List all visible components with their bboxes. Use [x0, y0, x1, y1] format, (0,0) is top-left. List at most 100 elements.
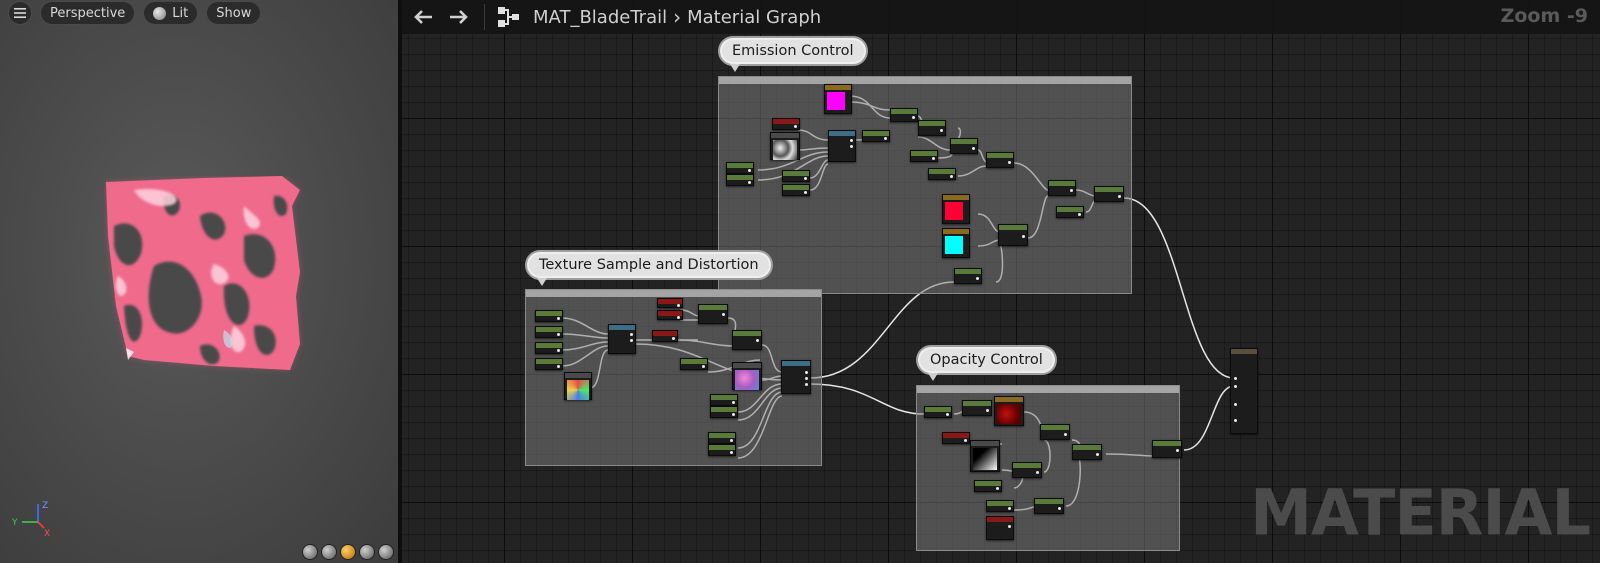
one-minus-node[interactable] [1040, 424, 1070, 440]
texture-sample-node[interactable] [828, 130, 856, 162]
constant-node[interactable] [535, 342, 563, 354]
back-button[interactable] [408, 2, 438, 32]
opacity-comment-bubble[interactable]: Opacity Control [916, 345, 1057, 381]
noise-texture-node[interactable] [770, 132, 800, 160]
constant-node[interactable] [1056, 206, 1084, 218]
power-node[interactable] [950, 138, 978, 154]
emission-comment-bar[interactable] [719, 77, 1131, 84]
multiply-node[interactable] [918, 120, 946, 136]
panner-node[interactable] [608, 324, 636, 354]
constant-node[interactable] [954, 268, 982, 284]
emission-comment-bubble[interactable]: Emission Control [718, 36, 868, 72]
multiply-node[interactable] [1012, 462, 1042, 478]
gradient-texture-node[interactable] [970, 440, 1000, 472]
constant-node[interactable] [726, 162, 754, 174]
graph-header: MAT_BladeTrail › Material Graph [402, 0, 1600, 34]
viewport-menu-button[interactable] [8, 1, 32, 25]
lit-button[interactable]: Lit [143, 1, 199, 25]
opacity-comment-bar[interactable] [917, 386, 1179, 393]
teapot-shape-button[interactable] [378, 544, 394, 560]
cylinder-shape-button[interactable] [302, 544, 318, 560]
emissive-output-multiply-node[interactable] [1094, 186, 1124, 202]
noise-texture-thumbnail [567, 380, 589, 400]
constant-node[interactable] [708, 444, 736, 456]
lit-label: Lit [172, 5, 189, 21]
constant-node[interactable] [710, 394, 738, 406]
constant-node[interactable] [862, 130, 890, 142]
texture-comment-bubble[interactable]: Texture Sample and Distortion [525, 250, 773, 286]
texture-sample-node[interactable] [781, 360, 811, 394]
opacity-comment-box[interactable] [916, 385, 1180, 551]
gradient-texture-thumbnail [973, 448, 997, 470]
node-tree-icon [498, 7, 519, 27]
axis-y-label: Y [12, 518, 18, 528]
clamp-node[interactable] [1034, 498, 1064, 514]
scalar-param-node[interactable] [657, 310, 683, 320]
show-button[interactable]: Show [206, 1, 262, 25]
constant-node[interactable] [986, 500, 1014, 512]
material-graph-panel[interactable]: Emission Control Texture Sample and Dist… [402, 0, 1600, 563]
plane-shape-button[interactable] [340, 544, 356, 560]
cyan-swatch [945, 236, 963, 254]
noise-texture-thumbnail [773, 140, 797, 160]
header-separator [484, 4, 485, 30]
zoom-level: Zoom -9 [1500, 5, 1588, 27]
multiply-node[interactable] [1072, 444, 1102, 460]
scalar-param-node[interactable] [942, 432, 970, 444]
scalar-param-node[interactable] [772, 118, 800, 130]
red-swatch [945, 202, 963, 220]
opacity-scalar-param-node[interactable] [986, 516, 1014, 540]
opacity-comment-title: Opacity Control [930, 352, 1043, 368]
constant-node[interactable] [680, 358, 708, 370]
preview-shape-bar [302, 544, 394, 560]
constant-node[interactable] [974, 480, 1002, 492]
breadcrumb-asset[interactable]: MAT_BladeTrail [533, 6, 668, 28]
lerp-node[interactable] [998, 224, 1028, 246]
hamburger-icon [14, 8, 26, 18]
panel-divider[interactable] [398, 0, 402, 563]
constant-node[interactable] [924, 406, 952, 418]
show-label: Show [216, 5, 252, 21]
noise-texture-node[interactable] [564, 372, 592, 400]
distortion-texture-thumbnail [735, 370, 759, 390]
add-node[interactable] [986, 152, 1014, 168]
material-watermark: MATERIAL [1250, 475, 1591, 550]
cube-shape-button[interactable] [359, 544, 375, 560]
perspective-button[interactable]: Perspective [40, 1, 136, 25]
constant-node[interactable] [782, 170, 810, 182]
opacity-texture-node[interactable] [994, 396, 1024, 426]
multiply-node[interactable] [890, 108, 918, 122]
texture-comment-bar[interactable] [526, 290, 821, 297]
multiply-node[interactable] [698, 304, 728, 324]
color-param-red-node[interactable] [942, 194, 970, 224]
texcoord-node[interactable] [535, 310, 563, 322]
constant-node[interactable] [710, 406, 738, 418]
multiply-node[interactable] [1048, 180, 1076, 196]
add-node[interactable] [732, 330, 762, 350]
sphere-shape-button[interactable] [321, 544, 337, 560]
constant-node[interactable] [910, 150, 938, 162]
arrow-left-icon [414, 10, 432, 24]
material-output-node[interactable] [1230, 348, 1258, 434]
color-param-magenta-node[interactable] [824, 84, 852, 114]
constant-node[interactable] [782, 184, 810, 196]
forward-button[interactable] [444, 2, 474, 32]
constant-node[interactable] [726, 174, 754, 186]
axis-gizmo: Z Y X [12, 501, 50, 539]
color-param-cyan-node[interactable] [942, 228, 970, 258]
graph-hierarchy-icon[interactable] [495, 3, 523, 31]
scalar-param-node[interactable] [657, 298, 683, 308]
opacity-output-node[interactable] [1152, 440, 1182, 458]
distortion-texture-node[interactable] [732, 362, 762, 390]
scalar-param-node[interactable] [652, 330, 678, 342]
constant-node[interactable] [708, 432, 736, 444]
constant-node[interactable] [928, 168, 956, 180]
material-preview-plane [106, 176, 300, 370]
constant-node[interactable] [535, 358, 563, 370]
multiply-node[interactable] [962, 400, 992, 416]
breadcrumb-graph[interactable]: Material Graph [687, 6, 822, 28]
viewport-toolbar: Perspective Lit Show [8, 0, 262, 26]
constant-node[interactable] [535, 326, 563, 338]
preview-viewport[interactable]: Perspective Lit Show [0, 0, 398, 563]
